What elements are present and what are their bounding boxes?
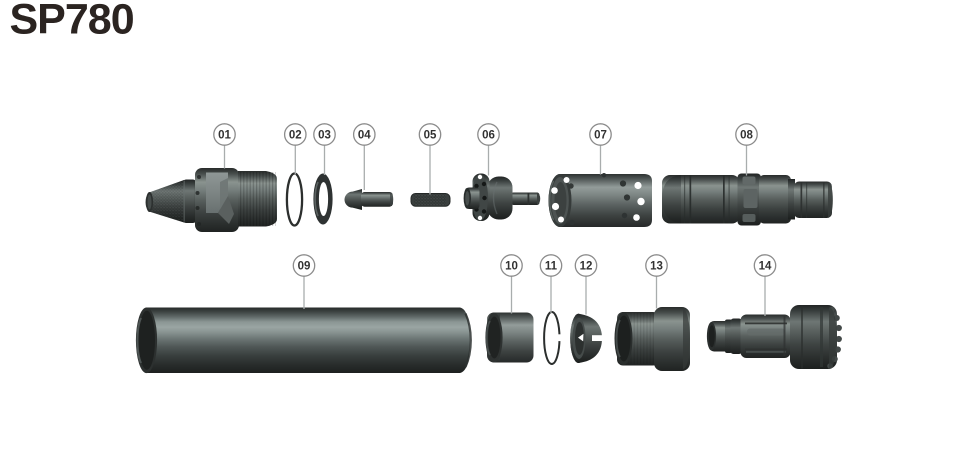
svg-text:07: 07: [594, 130, 607, 142]
svg-text:SP780: SP780: [10, 0, 134, 44]
svg-text:12: 12: [580, 261, 593, 273]
svg-text:06: 06: [482, 130, 495, 142]
svg-text:13: 13: [650, 261, 663, 273]
svg-text:02: 02: [289, 130, 302, 142]
svg-text:08: 08: [740, 130, 753, 142]
svg-text:10: 10: [505, 261, 518, 273]
svg-text:14: 14: [759, 261, 772, 273]
svg-text:09: 09: [298, 261, 311, 273]
svg-text:11: 11: [545, 261, 558, 273]
svg-text:01: 01: [218, 130, 231, 142]
svg-text:05: 05: [424, 130, 437, 142]
svg-text:03: 03: [318, 130, 331, 142]
svg-text:04: 04: [358, 130, 371, 142]
